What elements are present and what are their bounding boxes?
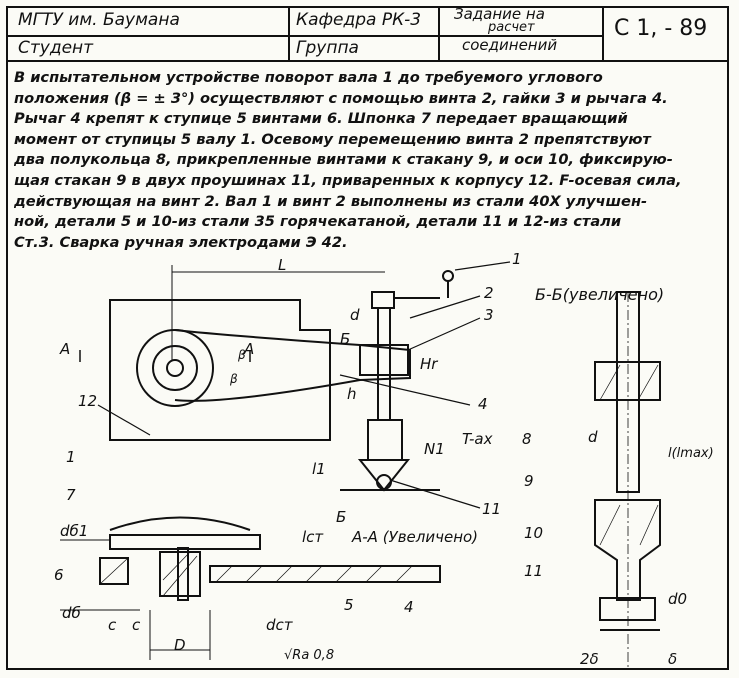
callout-part: 1 [512,250,522,268]
dimension-d-b: dб [62,604,81,622]
dimension-c-right: c [132,616,141,634]
university-name: МГТУ им. Баумана [18,10,180,30]
header-divider-v3 [602,6,604,61]
task-title-line3: соединений [462,36,558,54]
lever-outline [174,329,411,402]
callout-part: 5 [344,596,354,614]
group-field: Группа [296,38,359,58]
task-text-line: Ст.3. Сварка ручная электродами Э 42. [14,233,348,251]
callout-part: 6 [54,566,64,584]
department-name: Кафедра РК-3 [296,10,422,30]
dimension-c-left: c [108,616,117,634]
task-text-line: В испытательном устройстве поворот вала … [14,69,603,86]
callout-part: 7 [66,486,76,504]
housing-outline [109,299,331,441]
callout-part: 9 [524,472,534,490]
dimension-lct: lcт [302,528,324,546]
section-title-BB: Б-Б(увеличено) [535,285,665,304]
task-text-line: действующая на винт 2. Вал 1 и винт 2 вы… [14,192,648,210]
task-title-line1: Задание на [454,5,545,23]
roughness-mark: √Ra 0,8 [284,648,335,663]
callout-part: 4 [404,598,414,616]
dimension-d: d [350,306,360,324]
dimension-d-ct: dст [266,616,293,634]
student-field: Студент [18,38,94,58]
header-divider-bottom [6,60,729,62]
dimension-2delta: 2δ [580,650,599,668]
callout-part: 1 [66,448,76,466]
section-mark-B-top: Б [340,330,351,348]
dimension-L: L [278,256,287,274]
task-text-line: ной, детали 5 и 10-из стали 35 горячекат… [14,213,622,231]
point-N1: N1 [424,440,445,458]
dimension-d0: d0 [668,590,688,608]
header-divider-v2 [438,6,440,61]
task-text-line: момент от ступицы 5 валу 1. Осевому пере… [14,130,651,148]
dimension-Hr: Hr [420,355,438,373]
callout-part: 11 [482,500,502,518]
dimension-l1: l1 [312,460,326,478]
dimension-l-lmax: l(lmax) [668,446,714,461]
hub-circle [136,329,214,407]
header-divider-v1 [288,6,290,61]
callout-part: 4 [478,395,488,413]
task-text-line: два полукольца 8, прикрепленные винтами … [14,151,673,169]
point-T-ax: T-ах [462,430,493,448]
sheet-code: С 1, - 89 [614,16,708,41]
dimension-h: h [347,385,357,403]
dimension-d-bb: d [588,428,598,446]
section-mark-A-right: A [244,340,255,358]
angle-beta-lower: β [230,372,238,386]
callout-part: 3 [484,306,494,324]
task-text-line: Рычаг 4 крепят к ступице 5 винтами 6. Шп… [14,110,628,128]
sheet-frame [6,6,729,670]
dimension-delta: δ [668,650,678,668]
task-text-line: положения (β = ± 3°) осуществляют с помо… [14,89,668,107]
section-title-AA: А-А (Увеличено) [352,528,479,546]
task-title-line2: расчет [488,20,535,35]
task-text-line: щая стакан 9 в двух проушинах 11, привар… [14,171,682,189]
callout-part: 2 [484,284,494,302]
callout-part: 11 [524,562,544,580]
header-divider-middle [6,35,604,37]
task-description: В испытательном устройстве поворот вала … [14,68,724,253]
callout-part: 8 [522,430,532,448]
angle-beta-upper: β [238,348,246,362]
section-mark-B-bottom: Б [336,508,347,526]
callout-part: 10 [524,524,544,542]
dimension-d-b1: dб1 [60,522,89,540]
callout-part: 12 [78,392,98,410]
section-mark-A-left: A [60,340,71,358]
dimension-D: D [174,636,186,654]
